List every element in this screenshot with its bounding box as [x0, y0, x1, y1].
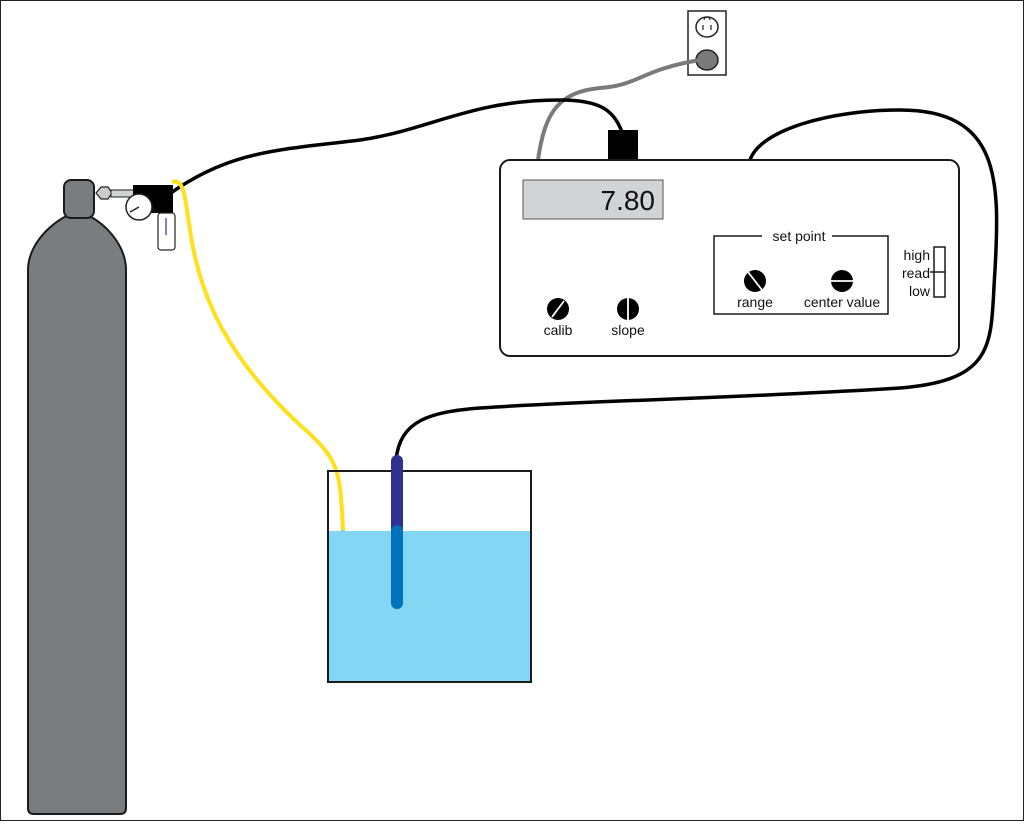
gas-cylinder: [27, 179, 127, 815]
center-value-label: center value: [804, 294, 880, 310]
set-point-title: set point: [773, 228, 826, 244]
wall-outlet: [687, 10, 727, 76]
beaker-outline: [327, 470, 532, 683]
mode-switch[interactable]: [930, 246, 946, 298]
ph-reading: 7.80: [601, 185, 656, 216]
switch-label-read: read: [902, 265, 930, 281]
beaker: [327, 470, 532, 683]
co2-tubing: [171, 179, 345, 531]
regulator: [95, 185, 176, 251]
solenoid-cable: [166, 98, 625, 197]
range-knob[interactable]: [744, 270, 766, 292]
power-cord: [536, 58, 701, 161]
cylinder-valve: [63, 179, 95, 219]
calib-label: calib: [544, 322, 573, 338]
slope-knob[interactable]: [617, 298, 639, 320]
slope-label: slope: [611, 322, 645, 338]
set-point-group: [713, 235, 889, 315]
center-value-knob[interactable]: [831, 270, 853, 292]
ph-display: [522, 179, 664, 220]
range-label: range: [737, 294, 773, 310]
switch-label-high: high: [904, 247, 930, 263]
calib-knob[interactable]: [547, 298, 569, 320]
water: [329, 531, 530, 681]
outlet-socket-top: [695, 16, 719, 38]
cylinder-body: [27, 210, 127, 815]
switch-label-low: low: [909, 283, 931, 299]
controller-plug: [608, 130, 638, 160]
probe-cable: [394, 108, 999, 461]
ph-controller: 7.80 calib slope set point range center …: [499, 159, 960, 357]
